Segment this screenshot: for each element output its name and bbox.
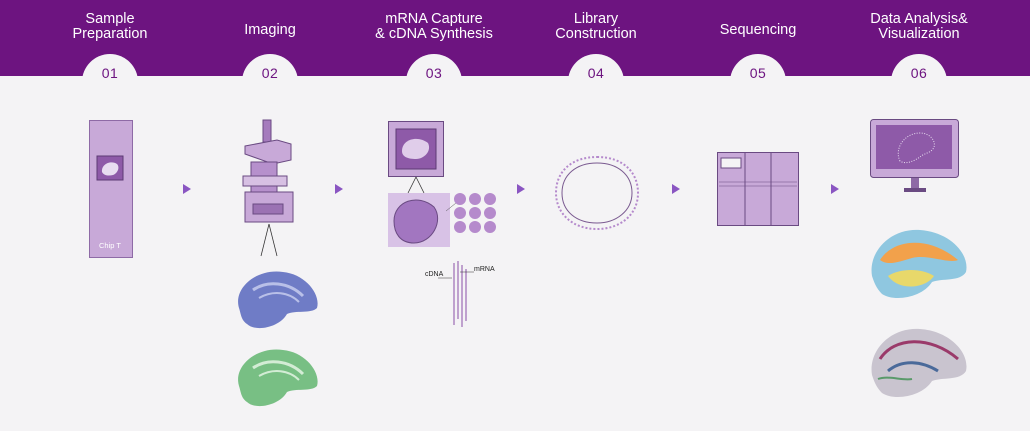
step-4-number: 04 (587, 65, 605, 81)
analysis-cell-map-icon (871, 328, 967, 397)
step-2-number: 02 (261, 65, 279, 81)
step-1-number: 01 (101, 65, 119, 81)
step-1-title: Sample Preparation (72, 11, 148, 42)
step-2-badge: 02 (242, 54, 298, 91)
step-5-badge: 05 (730, 54, 786, 91)
microscope-icon (242, 119, 294, 257)
sequencer-icon (717, 152, 799, 226)
arrow-icon (183, 184, 191, 194)
step-1-badge: 01 (82, 54, 138, 91)
step-6-number: 06 (910, 65, 928, 81)
step-4-badge: 04 (568, 54, 624, 91)
step-2-title: Imaging (244, 22, 296, 38)
step-6-badge: 06 (891, 54, 947, 91)
cdna-label: cDNA (425, 271, 444, 278)
arrow-icon (672, 184, 680, 194)
capture-diagram-icon (388, 121, 496, 327)
tissue-green-icon (238, 349, 318, 407)
arrow-icon (517, 184, 525, 194)
tissue-blue-icon (238, 271, 318, 329)
step-5-number: 05 (749, 65, 767, 81)
chip-slide-icon (89, 120, 133, 258)
step-6-title: Data Analysis& Visualization (870, 11, 968, 42)
step-3-badge: 03 (406, 54, 462, 91)
step-3-number: 03 (425, 65, 443, 81)
step-3-title: mRNA Capture & cDNA Synthesis (375, 11, 493, 42)
step-5-title: Sequencing (719, 22, 797, 38)
arrow-icon (831, 184, 839, 194)
header-band (0, 0, 1030, 76)
step-4-title: Library Construction (555, 11, 637, 42)
arrow-icon (335, 184, 343, 194)
library-dna-circle-icon (554, 155, 640, 231)
chip-label: Chip T (99, 241, 121, 250)
analysis-cluster-map-icon (871, 229, 967, 298)
monitor-icon (870, 119, 959, 192)
mrna-label: mRNA (474, 266, 495, 273)
